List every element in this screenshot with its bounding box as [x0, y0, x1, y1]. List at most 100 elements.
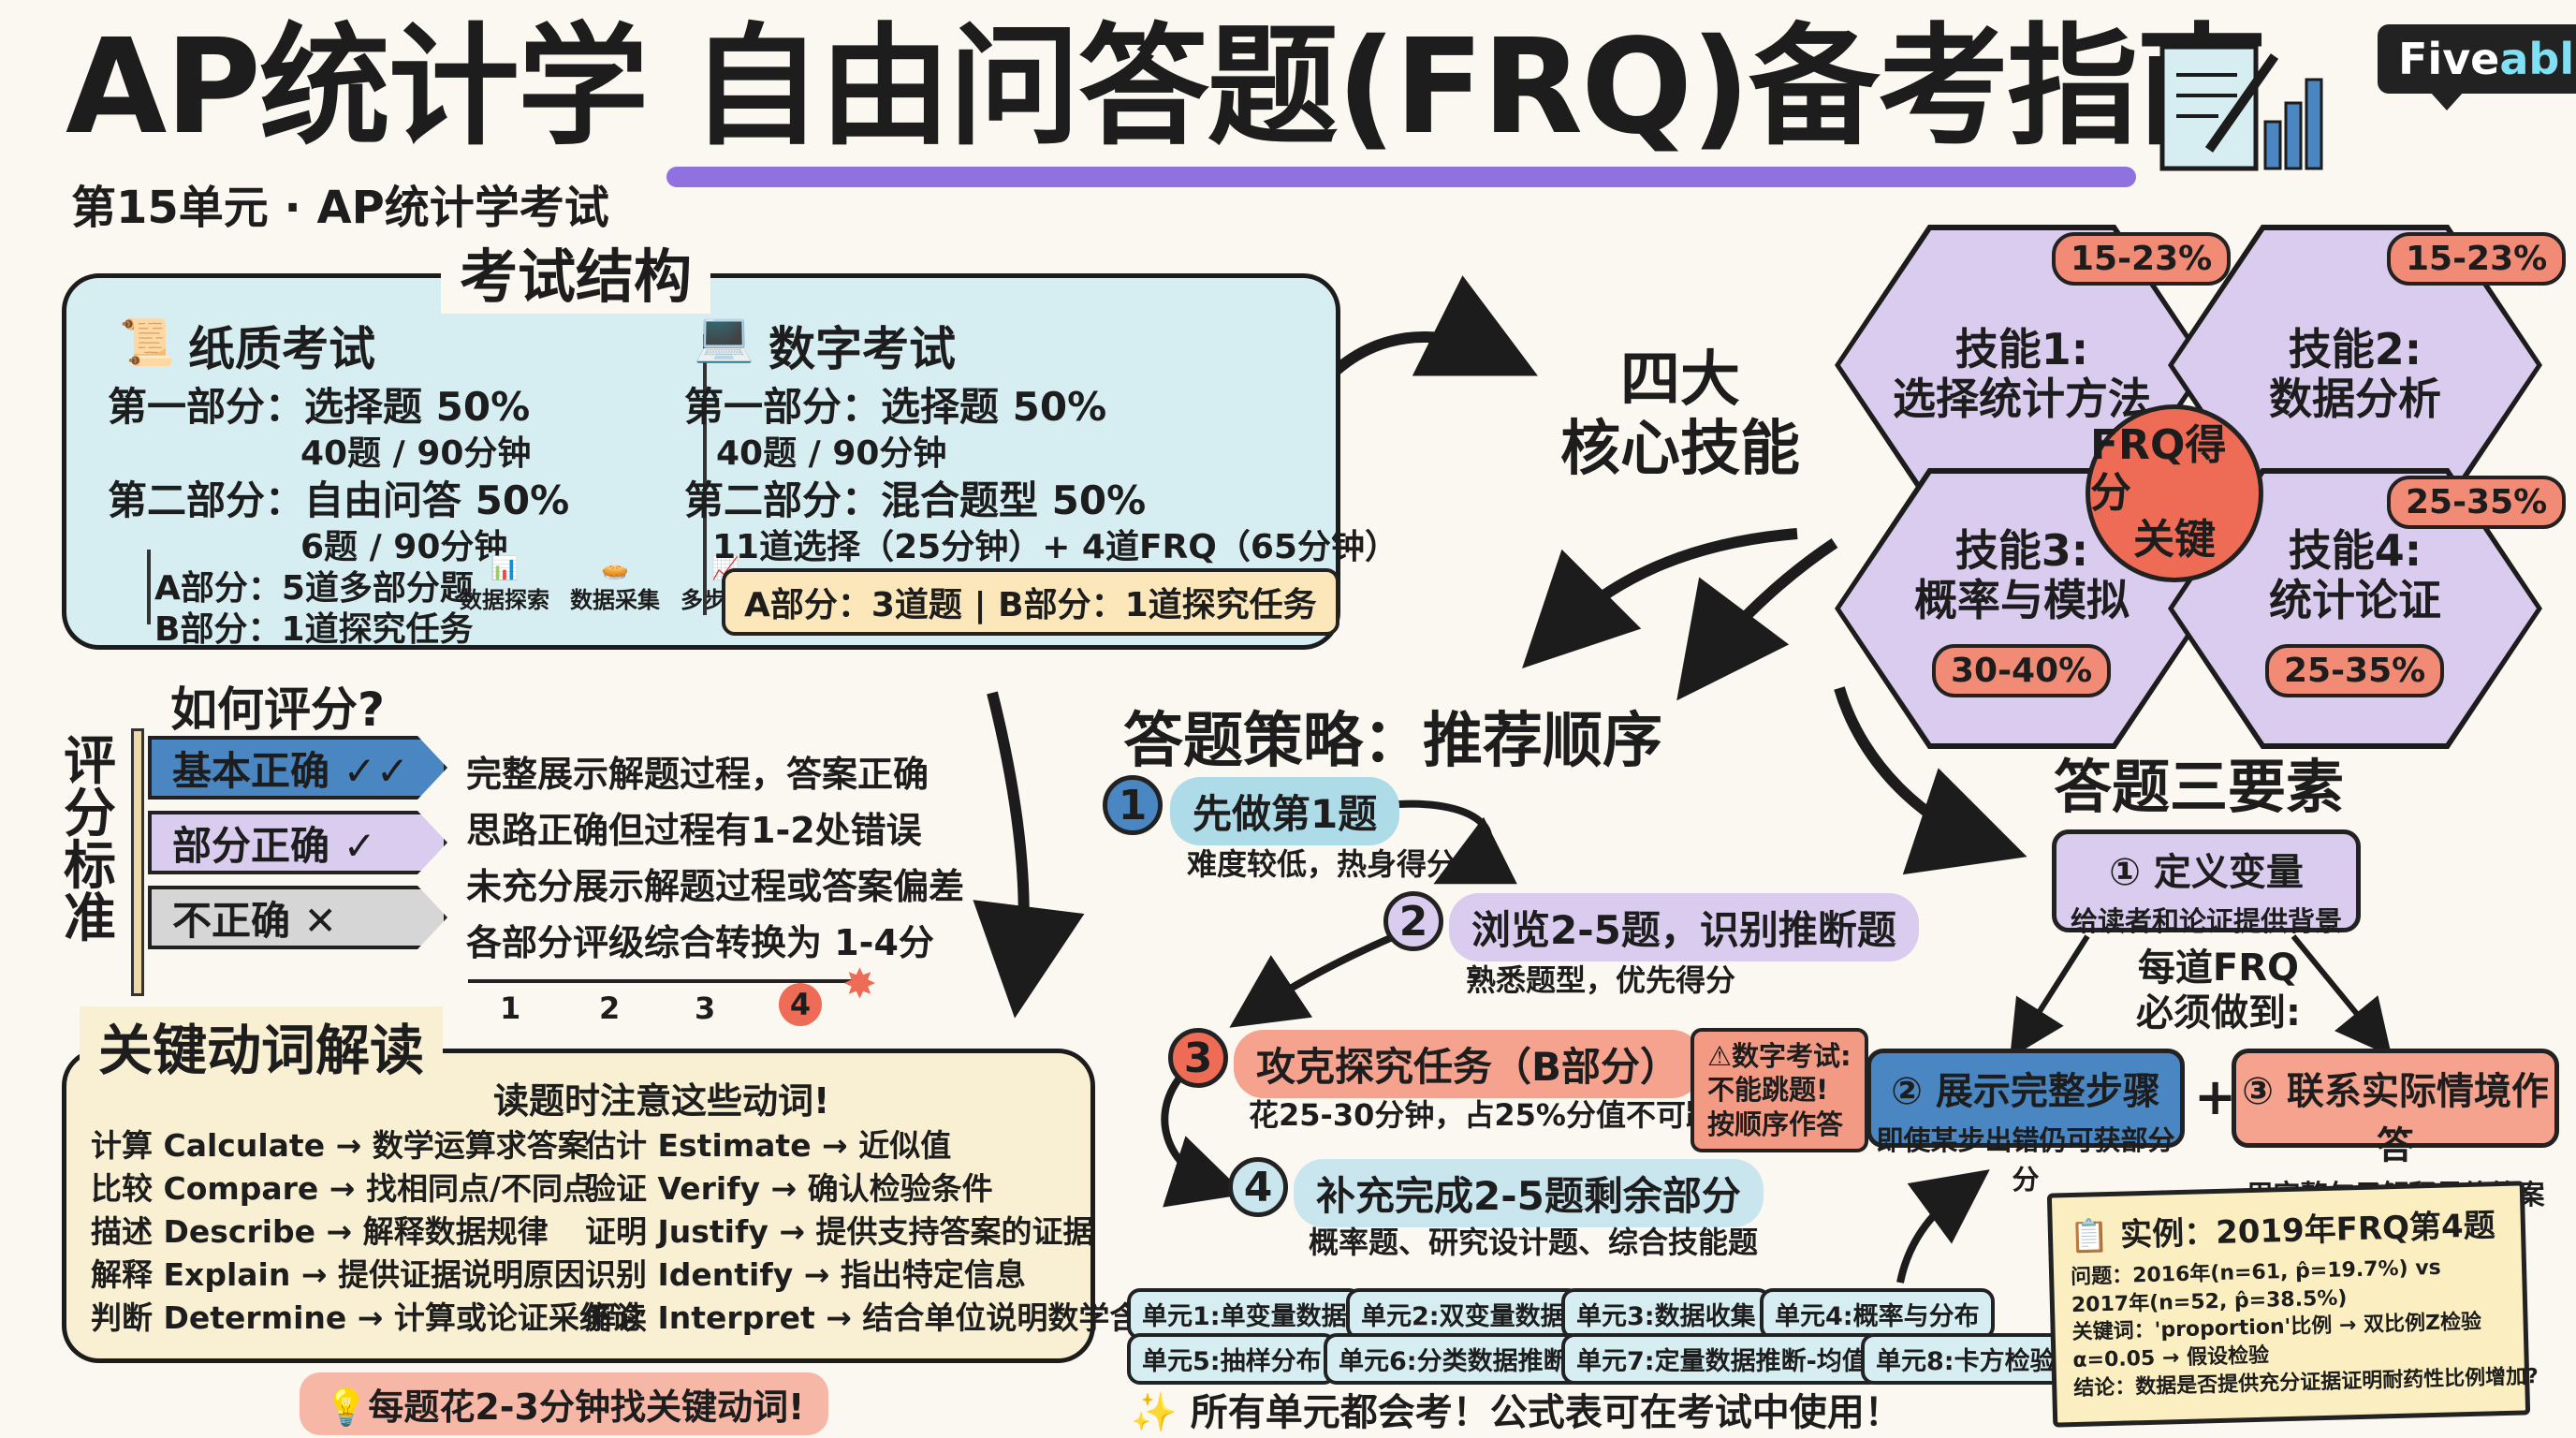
paper-mini-icons: 📊数据探索 🥧数据采集 📈多步骤题 [460, 555, 770, 614]
step-1-number: 1 [1103, 775, 1163, 835]
keywords-right-list: 估计 Estimate → 近似值 验证 Verify → 确认检验条件 证明 … [585, 1124, 1171, 1340]
keyword-item: 判断 Determine → 计算或论证采统论 [91, 1299, 641, 1336]
star-burst-icon: ✸ [842, 961, 877, 1008]
digital-exam-title: 数字考试 [768, 322, 956, 376]
frq-key-center: FRQ得分关键 [2086, 404, 2263, 582]
document-chart-icon [2159, 44, 2323, 171]
grade-incorrect: 不正确 ✕ [148, 886, 447, 949]
keywords-panel: 关键动词解读 读题时注意这些动词! 计算 Calculate → 数学运算求答案… [62, 1006, 1171, 1363]
skill-4-name: 技能4: [2288, 525, 2422, 576]
element-define-variables: ① 定义变量给读者和论证提供背景 [2052, 829, 2361, 937]
keyword-item: 验证 Verify → 确认检验条件 [585, 1170, 993, 1207]
pie-chart-icon: 🥧数据采集 [570, 555, 660, 613]
digital-warning: ⚠数字考试:不能跳题!按顺序作答 [1690, 1028, 1868, 1152]
paper-part2-detail: 6题 / 90分钟 [300, 528, 508, 566]
grading-bracket [131, 728, 144, 996]
unit-tag: 单元4:概率与分布 [1760, 1288, 1995, 1340]
keyword-item: 计算 Calculate → 数学运算求答案 [91, 1127, 589, 1164]
grade-correct-desc: 完整展示解题过程，答案正确 [466, 754, 929, 795]
digital-part1: 第一部分：选择题 50% [684, 384, 1107, 430]
keyword-item: 识别 Identify → 指出特定信息 [585, 1256, 1026, 1293]
digital-sections-chip: A部分：3道题 | B部分：1道探究任务 [722, 568, 1339, 636]
step-1-desc: 难度较低，热身得分 [1187, 846, 1457, 882]
units-footer: ✨ 所有单元都会考！公式表可在考试中使用！ [1131, 1391, 1902, 1434]
keywords-title: 关键动词解读 [80, 1006, 444, 1085]
skill-3-name: 技能3: [1954, 525, 2089, 576]
laptop-icon: 💻 [694, 309, 754, 365]
strategy-title: 答题策略：推荐顺序 [1123, 707, 1662, 776]
keyword-item: 描述 Describe → 解释数据规律 [91, 1213, 549, 1250]
unit-tag: 单元3:数据收集 [1561, 1288, 1771, 1340]
skill-4-desc: 统计论证 [2269, 574, 2441, 625]
digital-part2-detail: 11道选择（25分钟）+ 4道FRQ（65分钟） [712, 528, 1398, 566]
unit-tag: 单元6:分类数据推断 [1324, 1333, 1584, 1385]
keywords-subtitle: 读题时注意这些动词! [493, 1080, 830, 1122]
grade-convert: 各部分评级综合转换为 1-4分 [466, 922, 934, 963]
exam-structure-label: 考试结构 [441, 229, 711, 314]
unit-tag: 单元1:单变量数据 [1127, 1288, 1362, 1340]
grade-incorrect-desc: 未充分展示解题过程或答案偏差 [466, 866, 965, 907]
scale-1: 1 [500, 990, 521, 1026]
keywords-tip: 💡每题花2-3分钟找关键动词! [300, 1372, 829, 1435]
example-note: 📋 实例：2019年FRQ第4题 问题：2016年(n=61, p̂=19.7%… [2046, 1181, 2539, 1428]
skill-3-desc: 概率与模拟 [1914, 574, 2130, 625]
unit-tag: 单元5:抽样分布 [1127, 1333, 1337, 1385]
example-title: 📋 实例：2019年FRQ第4题 [2069, 1207, 2496, 1256]
step-4-desc: 概率题、研究设计题、综合技能题 [1309, 1225, 1759, 1260]
paper-section-a: A部分：5道多部分题 [154, 569, 474, 608]
skill-2-desc: 数据分析 [2269, 374, 2441, 424]
skills-title: 四大核心技能 [1560, 345, 1800, 484]
grade-partial-desc: 思路正确但过程有1-2处错误 [466, 810, 922, 851]
element-show-steps: ② 展示完整步骤即使某步出错仍可获部分分 [1866, 1049, 2185, 1196]
plus-sign: + [2194, 1067, 2237, 1126]
skill-2-pct: 15-23% [2387, 232, 2567, 286]
grade-partial: 部分正确 ✓ [148, 811, 447, 874]
element-context-answer: ③ 联系实际情境作答用完整句子解释最终答案 [2232, 1049, 2559, 1211]
skill-4-pct: 25-35% [2265, 644, 2445, 697]
grading-side-label: 评分标准 [64, 731, 116, 949]
digital-part2: 第二部分：混合题型 50% [684, 477, 1147, 523]
title-underline [666, 167, 2136, 187]
keyword-item: 估计 Estimate → 近似值 [585, 1127, 952, 1164]
skill-1-pct: 15-23% [2052, 232, 2232, 286]
exam-divider [703, 334, 707, 615]
scale-4: 4 [779, 983, 822, 1026]
keyword-item: 解读 Interpret → 结合单位说明数学含义 [585, 1299, 1172, 1336]
exam-structure-panel: 考试结构 📜 纸质考试 第一部分：选择题 50% 40题 / 90分钟 第二部分… [62, 229, 1398, 650]
paper-exam-title: 纸质考试 [188, 322, 375, 376]
paper-part2: 第二部分：自由问答 50% [108, 477, 570, 523]
step-2-label: 浏览2-5题，识别推断题 [1449, 893, 1919, 961]
unit-tag: 单元7:定量数据推断-均值 [1561, 1333, 1882, 1385]
skill-3-hex: 技能3:概率与模拟 [1835, 468, 2209, 749]
step-3-desc: 花25-30分钟，占25%分值不可跳过 [1249, 1097, 1746, 1133]
unit-tag: 单元2:双变量数据 [1346, 1288, 1581, 1340]
skill-3-pct: 30-40% [1932, 644, 2112, 697]
step-4-number: 4 [1228, 1157, 1288, 1217]
page-title: AP统计学 自由问答题(FRQ)备考指南 [66, 11, 2267, 164]
scroll-icon: 📜 [119, 316, 175, 369]
brand-logo: Fiveable [2378, 24, 2576, 110]
score-scale-line [468, 979, 861, 983]
grade-correct: 基本正确 ✓✓ [148, 736, 447, 800]
keywords-left-list: 计算 Calculate → 数学运算求答案 比较 Compare → 找相同点… [91, 1124, 641, 1340]
step-2-number: 2 [1383, 891, 1443, 951]
step-4-label: 补充完成2-5题剩余部分 [1294, 1159, 1764, 1227]
paper-part1-detail: 40题 / 90分钟 [300, 434, 532, 473]
step-1-label: 先做第1题 [1170, 777, 1400, 845]
skill-4-pct-top: 25-35% [2387, 476, 2567, 529]
skill-1-desc: 选择统计方法 [1893, 374, 2151, 424]
unit-tag: 单元8:卡方检验 [1861, 1333, 2071, 1385]
keyword-item: 解释 Explain → 提供证据说明原因 [91, 1256, 585, 1293]
paper-part1: 第一部分：选择题 50% [108, 384, 531, 430]
digital-part1-detail: 40题 / 90分钟 [716, 434, 947, 473]
scale-2: 2 [599, 990, 621, 1026]
scale-3: 3 [695, 990, 716, 1026]
step-2-desc: 熟悉题型，优先得分 [1466, 962, 1736, 998]
paper-section-b: B部分：1道探究任务 [154, 610, 474, 649]
step-3-number: 3 [1168, 1028, 1228, 1088]
keyword-item: 比较 Compare → 找相同点/不同点 [91, 1170, 593, 1207]
skill-1-name: 技能1: [1954, 324, 2089, 375]
keyword-item: 证明 Justify → 提供支持答案的证据 [585, 1213, 1094, 1250]
